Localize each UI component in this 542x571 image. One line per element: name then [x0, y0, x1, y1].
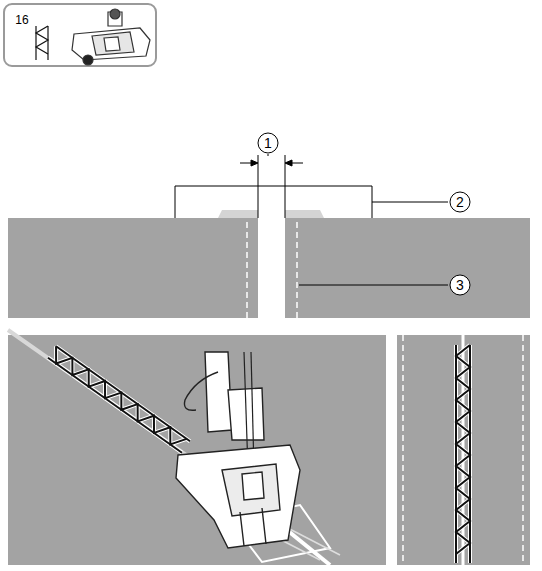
stitch-thread [36, 26, 48, 54]
stitch-halo [456, 345, 470, 554]
stitch-halo [48, 358, 182, 453]
stitch-symbol [36, 26, 48, 60]
sewing-scene [8, 330, 386, 565]
zigzag-stitching [48, 346, 190, 452]
stitch-thread [47, 26, 48, 60]
stitch-thread [48, 358, 182, 453]
pattern-number: 16 [15, 14, 28, 26]
callout-number: 1 [264, 136, 272, 150]
stitch-thread [35, 26, 36, 60]
leader-line [299, 285, 448, 286]
width-bracket [175, 186, 448, 218]
stitch-thread [456, 345, 470, 554]
icon-box [4, 4, 156, 66]
fabric-pieces [8, 210, 530, 318]
presser-foot [176, 352, 300, 548]
stitch-thread [56, 346, 187, 444]
finished-seam [397, 335, 530, 565]
callout-circles [258, 133, 470, 295]
presser-foot-icon [72, 9, 150, 65]
stitch-halo [36, 26, 48, 54]
callout-number: 3 [456, 278, 464, 292]
callout-number: 2 [456, 195, 464, 209]
zigzag-stitching [456, 345, 470, 563]
